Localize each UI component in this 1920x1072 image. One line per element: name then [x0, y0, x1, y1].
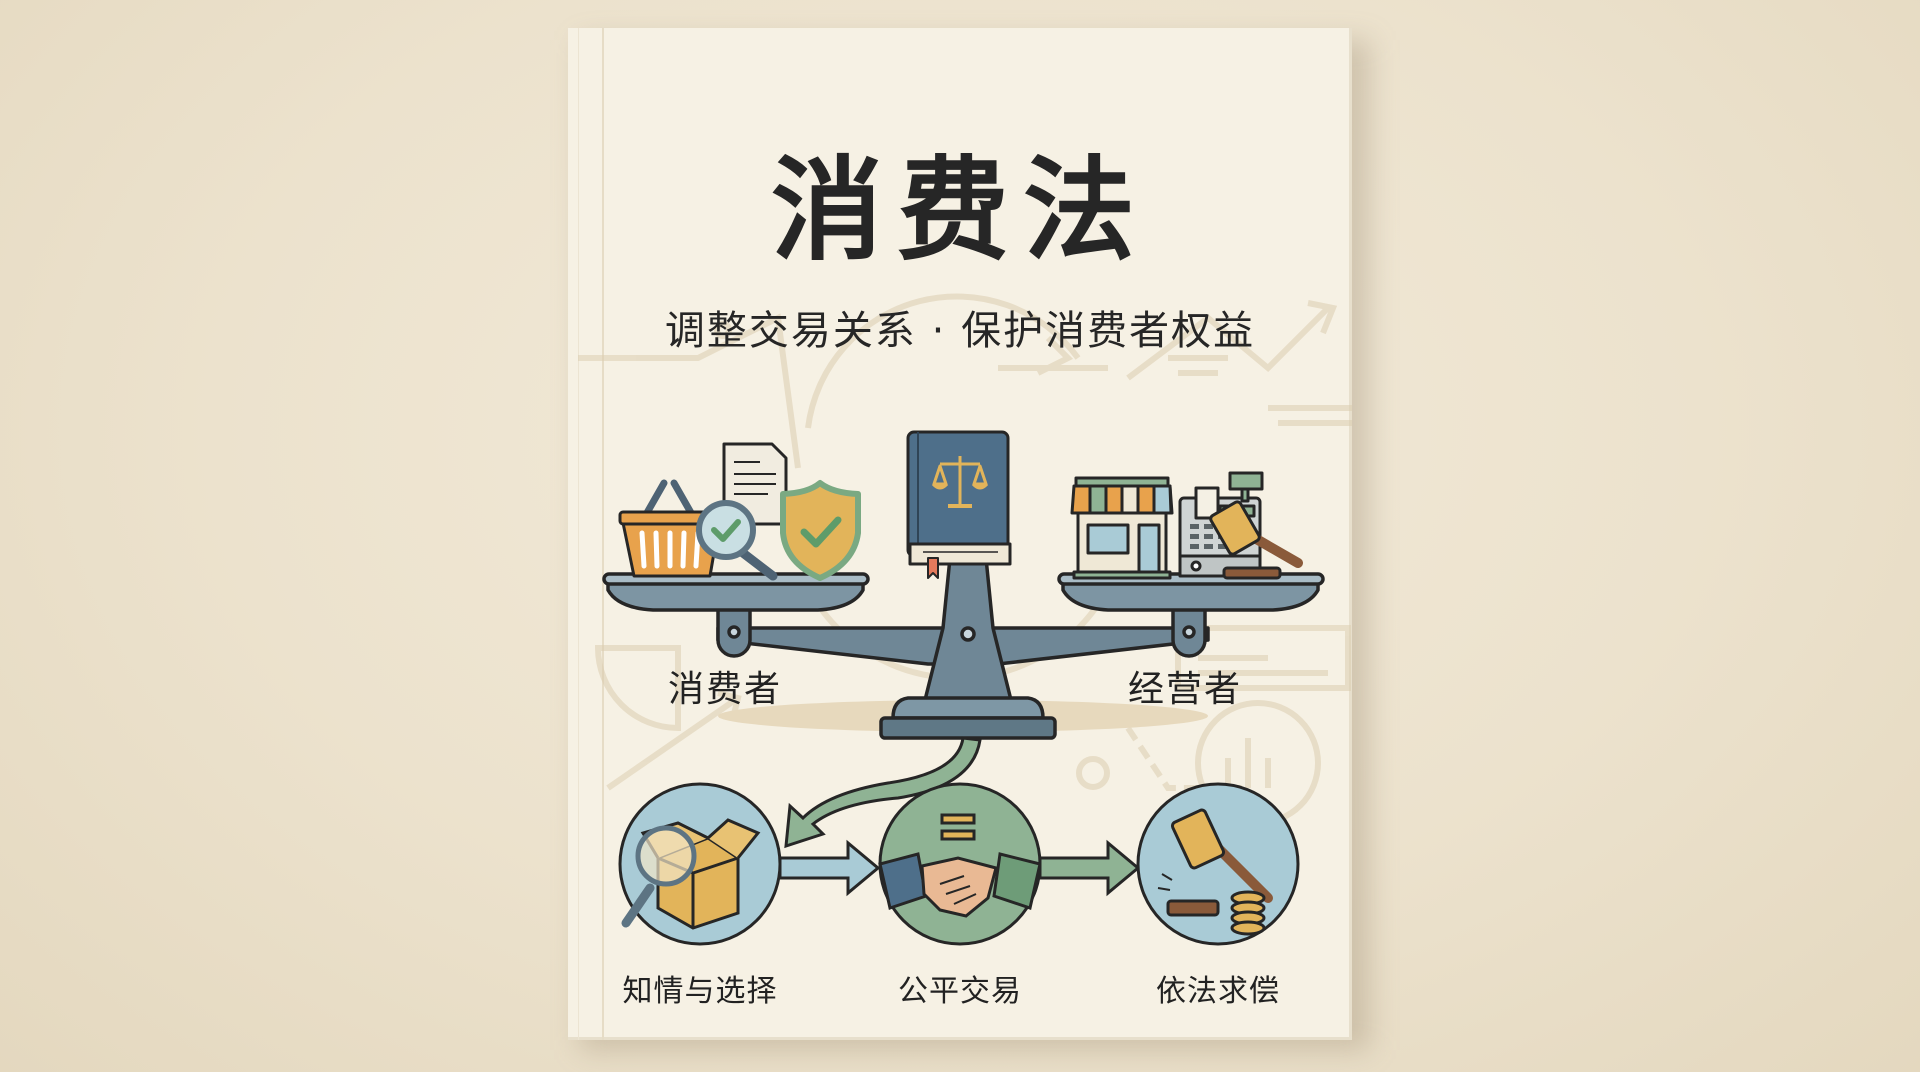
- spine-crease: [602, 28, 604, 1040]
- step-arrow-2: [1038, 839, 1141, 897]
- step-1-label: 知情与选择: [622, 974, 778, 1009]
- step-3-label: 依法求偿: [1156, 974, 1280, 1009]
- consumer-label: 消费者: [668, 669, 783, 710]
- law-book-icon: [906, 430, 1012, 579]
- scales-of-justice-icon: [931, 456, 989, 508]
- shield-check-icon: [780, 480, 861, 581]
- business-items: [1070, 471, 1303, 580]
- consumer-items: [618, 442, 861, 581]
- gavel-icon: [1209, 500, 1303, 580]
- magnifier-check-icon: [696, 500, 778, 581]
- business-label: 经营者: [1128, 669, 1243, 710]
- step-1-illustration: [618, 782, 782, 946]
- background-motifs: [578, 293, 1352, 826]
- step-3-illustration: [1136, 782, 1300, 946]
- shopping-basket-icon: [618, 479, 724, 578]
- cover-illustration: [578, 293, 1352, 946]
- book-cover: 消费法 调整交易关系 · 保护消费者权益 消费者 经营者 知情与选择 公平交易 …: [568, 28, 1352, 1040]
- storefront-icon: [1070, 476, 1174, 580]
- step-arrow-1: [778, 839, 881, 897]
- step-2-illustration: [878, 782, 1042, 946]
- spine-edge: [578, 28, 579, 1040]
- book-title: 消费法: [771, 146, 1149, 276]
- book-subtitle: 调整交易关系 · 保护消费者权益: [664, 308, 1256, 354]
- step-2-label: 公平交易: [898, 974, 1022, 1009]
